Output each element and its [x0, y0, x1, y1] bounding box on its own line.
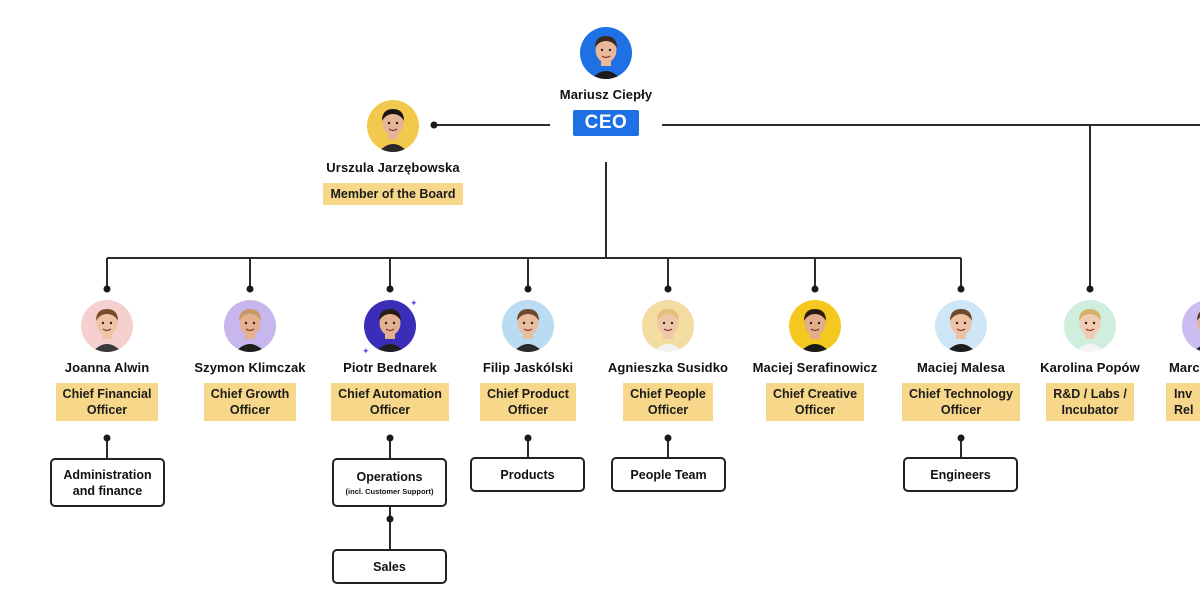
chief-name: Marc	[1169, 360, 1200, 375]
chief-card-rnd: Karolina Popów R&D / Labs / Incubator	[1030, 300, 1150, 421]
chief-role-badge: Chief Technology Officer	[902, 383, 1020, 421]
chief-card-cfo: Joanna Alwin Chief Financial Officer	[37, 300, 177, 421]
dept-people-team: People Team	[611, 457, 726, 492]
rd-branch-dot	[1086, 285, 1094, 293]
chief-role-badge: Chief Creative Officer	[765, 383, 865, 421]
chief-name: Joanna Alwin	[64, 360, 150, 375]
dept-sales: Sales	[332, 549, 447, 584]
chief-name: Agnieszka Susidko	[607, 360, 729, 375]
chief-card-cao: Piotr Bednarek Chief Automation Officer	[320, 300, 460, 421]
chief-name: Szymon Klimczak	[194, 360, 306, 375]
dept-label: Administration and finance	[63, 467, 152, 498]
avatar	[580, 27, 632, 79]
avatar	[1182, 300, 1200, 352]
avatar	[367, 100, 419, 152]
avatar	[502, 300, 554, 352]
dept-label: Sales	[373, 559, 406, 574]
dept-engineers: Engineers	[903, 457, 1018, 492]
ceo-name: Mariusz Ciepły	[559, 87, 653, 102]
sparkle-icon: ✦	[362, 346, 370, 356]
ceo-role-badge: CEO	[572, 110, 640, 136]
ceo-board-link-dot	[430, 121, 438, 129]
chief-card-investor-relations: Marc Inv Rel	[1166, 300, 1200, 421]
avatar	[1064, 300, 1116, 352]
chief-name: Maciej Serafinowicz	[752, 360, 878, 375]
ceo-card: Mariusz Ciepły CEO	[546, 27, 666, 136]
chief-role-badge: Chief Growth Officer	[203, 383, 297, 421]
dept-label: People Team	[630, 467, 707, 482]
dept-administration-finance: Administration and finance	[50, 458, 165, 507]
chief-name: Piotr Bednarek	[343, 360, 437, 375]
chief-role-badge: Chief Financial Officer	[55, 383, 159, 421]
avatar	[81, 300, 133, 352]
chief-card-chief-people: Agnieszka Susidko Chief People Officer	[598, 300, 738, 421]
avatar	[224, 300, 276, 352]
board-member-role-badge: Member of the Board	[323, 183, 463, 205]
chief-role-badge: Chief People Officer	[623, 383, 713, 421]
chief-name: Karolina Popów	[1040, 360, 1140, 375]
chief-card-cto: Maciej Malesa Chief Technology Officer	[891, 300, 1031, 421]
avatar	[935, 300, 987, 352]
chief-name: Filip Jaskólski	[482, 360, 574, 375]
avatar	[789, 300, 841, 352]
dept-label: Products	[500, 467, 555, 482]
board-member-name: Urszula Jarzębowska	[326, 160, 460, 175]
chief-card-cco: Maciej Serafinowicz Chief Creative Offic…	[740, 300, 890, 421]
board-member-card: Urszula Jarzębowska Member of the Board	[318, 100, 468, 205]
chief-role-badge: R&D / Labs / Incubator	[1046, 383, 1134, 421]
chief-name: Maciej Malesa	[916, 360, 1005, 375]
dept-products: Products	[470, 457, 585, 492]
dept-label: Engineers	[930, 467, 991, 482]
chief-role-badge: Chief Product Officer	[480, 383, 576, 421]
chief-role-badge: Chief Automation Officer	[331, 383, 449, 421]
dept-operations: Operations (incl. Customer Support)	[332, 458, 447, 507]
dept-label: Operations	[356, 470, 423, 484]
sparkle-icon: ✦	[410, 298, 418, 308]
avatar	[642, 300, 694, 352]
chief-card-cpo: Filip Jaskólski Chief Product Officer	[458, 300, 598, 421]
chief-card-cgo: Szymon Klimczak Chief Growth Officer	[180, 300, 320, 421]
chief-role-badge: Inv Rel	[1166, 383, 1200, 421]
avatar	[364, 300, 416, 352]
dept-note: (incl. Customer Support)	[345, 487, 434, 496]
